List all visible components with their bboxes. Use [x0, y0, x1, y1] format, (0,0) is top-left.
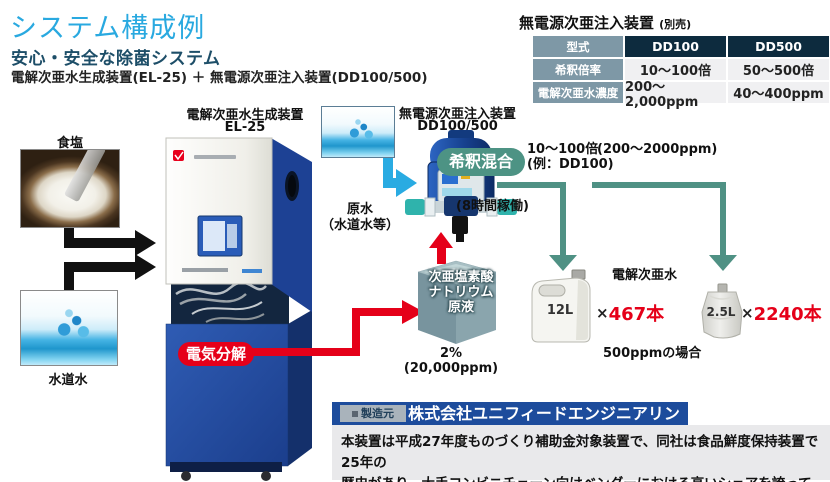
raw-water-label-line1: 原水 [346, 202, 373, 217]
manufacturer-tag: 製造元 [340, 405, 406, 422]
dilution-ppm-label: (200〜2000ppm) [597, 142, 718, 157]
spec-table-title-text: 無電源次亜注入装置 [519, 14, 655, 32]
pouch-image [701, 283, 743, 339]
electrolysis-badge: 電気分解 [178, 342, 254, 366]
spec-cell-ratio-dd500: 50〜500倍 [728, 59, 829, 80]
pouch-count-label: ×2240本 [741, 300, 822, 326]
injector-name-label: 無電源次亜注入装置 [398, 107, 516, 122]
spec-cell-model-label: 型式 [533, 36, 623, 57]
salt-scoop-shape [63, 150, 107, 203]
system-description: 電解次亜水生成装置(EL-25) ＋ 無電源次亜注入装置(DD100/500) [11, 70, 428, 86]
jug-image [531, 269, 591, 343]
jug-capacity-label: 12L [546, 303, 574, 318]
spec-cell-conc-label: 電解次亜水濃度 [533, 82, 623, 103]
spec-cell-ratio-label: 希釈倍率 [533, 59, 623, 80]
page-title: システム構成例 [10, 13, 206, 44]
dilution-badge: 希釈混合 [437, 148, 525, 176]
jug-count: 467本 [608, 304, 665, 325]
pouch-multiplier: × [741, 304, 754, 322]
injector-model-label: DD100/500 [417, 119, 498, 134]
tank-label-line2: ナトリウム [428, 285, 494, 300]
raw-water-label-line2: （水道水等） [320, 218, 399, 233]
manufacturer-bar: 製造元 株式会社ユニフィードエンジニアリング [332, 402, 688, 446]
jug-multiplier: × [596, 304, 609, 322]
dilution-example-label: (例：DD100) [527, 157, 614, 172]
manufacturer-description: 本装置は平成27年度ものづくり補助金対象装置で、同社は食品鮮度保持装置で25年の… [332, 425, 830, 482]
output-water-label: 電解次亜水 [612, 268, 678, 283]
operation-note-label: (8時間稼働) [456, 199, 529, 214]
tank-label-line3: 原液 [447, 300, 474, 315]
manufacturer-description-line1: 本装置は平成27年度ものづくり補助金対象装置で、同社は食品鮮度保持装置で25年の [341, 434, 819, 471]
generator-name-label: 電解次亜水生成装置 [186, 108, 304, 123]
spec-cell-conc-dd500: 40〜400ppm [728, 82, 829, 103]
pouch-count: 2240本 [753, 304, 822, 325]
jug-count-label: ×467本 [596, 300, 664, 326]
tank-label: 次亜塩素酸 ナトリウム 原液 [425, 270, 497, 315]
page-subtitle: 安心・安全な除菌システム [11, 49, 221, 69]
salt-label: 食塩 [56, 136, 83, 151]
spec-table: 型式 DD100 DD500 希釈倍率 10〜100倍 50〜500倍 電解次亜… [533, 36, 829, 110]
spec-cell-conc-dd100: 200〜2,000ppm [625, 80, 726, 110]
spec-cell-ratio-dd100: 10〜100倍 [625, 59, 726, 80]
square-bullet-icon [352, 411, 358, 417]
manufacturer-description-line2: 歴史があり、大手コンビニチェーン向けベンダーにおける高いシェアを誇っています。 [341, 474, 821, 482]
pouch-capacity-label: 2.5L [706, 305, 736, 319]
spec-table-note: (別売) [659, 18, 692, 31]
spec-table-title: 無電源次亜注入装置 (別売) [519, 12, 691, 33]
tank-concentration-label: 2%(20,000ppm) [403, 346, 499, 376]
case-note-label: 500ppmの場合 [603, 346, 702, 361]
spec-cell-dd100: DD100 [625, 36, 726, 57]
dilution-ratio-label: 10〜100倍 [527, 142, 599, 157]
manufacturer-tag-text: 製造元 [361, 407, 394, 420]
spec-cell-dd500: DD500 [728, 36, 829, 57]
el25-machine-image [165, 137, 312, 481]
tap-water-label: 水道水 [48, 373, 88, 388]
tank-image [417, 260, 497, 344]
tap-water-photo [20, 290, 118, 366]
raw-water-photo [321, 106, 395, 158]
tank-label-line1: 次亜塩素酸 [428, 270, 494, 285]
salt-photo [20, 149, 120, 228]
generator-model-label: EL-25 [224, 120, 266, 135]
